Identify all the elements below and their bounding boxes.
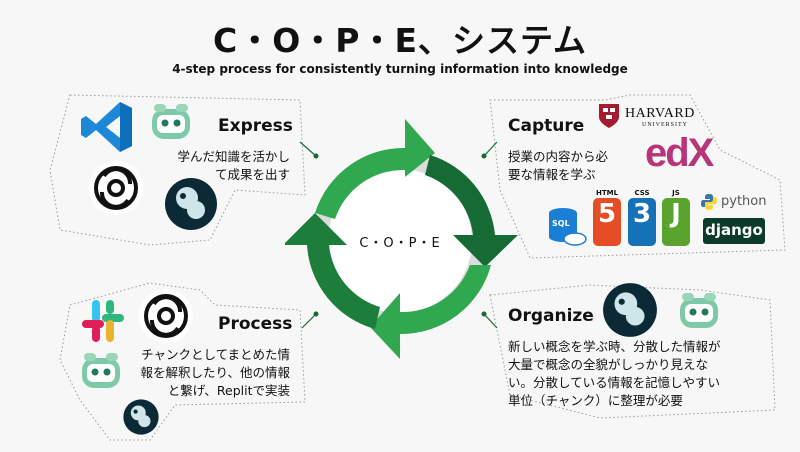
css3-label: CSS	[634, 189, 650, 197]
openai-icon	[89, 161, 143, 215]
organize-desc-line: い。分散している情報を記憶しやすい	[508, 375, 721, 390]
js-icon: JS J	[662, 189, 690, 246]
express-dot	[313, 153, 319, 159]
organize-title: Organize	[508, 306, 594, 326]
vscode-icon	[81, 102, 132, 152]
js-label: JS	[672, 189, 680, 197]
replit-agent-icon	[603, 283, 657, 337]
python-logo: python	[700, 191, 780, 213]
organize-description: 新しい概念を学ぶ時、分散した情報が 大量で概念の全貌がしっかり見えな い。分散し…	[508, 338, 721, 410]
edx-logo: edX	[645, 131, 714, 176]
page-subtitle: 4-step process for consistently turning …	[172, 62, 628, 76]
capture-title: Capture	[508, 116, 585, 136]
database-icon	[549, 208, 587, 246]
organize-dot	[481, 311, 487, 317]
organize-outline	[489, 284, 776, 419]
process-title: Process	[218, 314, 293, 334]
cycle-diagram	[285, 119, 518, 359]
express-desc-line: 学んだ知識を活かし	[177, 149, 290, 164]
cycle-arrow-express	[285, 213, 380, 329]
express-connector	[299, 141, 317, 157]
replit-agent-icon	[165, 178, 217, 230]
robot-icon	[152, 104, 190, 139]
html5-label: HTML	[595, 189, 619, 197]
organize-desc-line: 新しい概念を学ぶ時、分散した情報が	[508, 339, 721, 354]
replit-agent-icon	[123, 399, 159, 435]
robot-icon	[680, 293, 718, 328]
harvard-logo: HARVARD UNIVERSITY	[598, 103, 698, 133]
css3-icon: CSS 3	[628, 189, 656, 246]
process-desc-line: チャンクとしてまとめた情	[141, 347, 290, 362]
capture-outline	[489, 94, 786, 259]
harvard-name: HARVARD	[625, 106, 695, 121]
express-desc-line: て成果を出す	[214, 167, 290, 182]
capture-desc-line: 要な情報を学ぶ	[508, 167, 596, 182]
process-description: チャンクとしてまとめた情 報を解釈したり、他の情報 と繋げ、Replitで実装	[128, 346, 290, 400]
python-label: python	[721, 194, 767, 209]
process-desc-line: と繋げ、Replitで実装	[167, 383, 290, 398]
capture-dot	[481, 153, 487, 159]
sql-database-icon: SQL	[545, 205, 587, 247]
edx-text: edX	[645, 131, 714, 175]
page-title: C・O・P・E、システム	[212, 21, 587, 60]
capture-description: 授業の内容から必 要な情報を学ぶ	[508, 148, 608, 184]
cycle-arrow-organize	[425, 155, 518, 267]
organize-desc-line: 大量で概念の全貌がしっかり見えな	[508, 357, 709, 372]
express-description: 学んだ知識を活かし て成果を出す	[160, 148, 290, 184]
harvard-sub: UNIVERSITY	[642, 122, 688, 128]
process-desc-line: 報を解釈したり、他の情報	[140, 365, 290, 380]
openai-icon	[139, 289, 193, 343]
django-logo: django	[703, 218, 765, 244]
cycle-inner-disc	[328, 169, 472, 313]
process-dot	[313, 311, 319, 317]
process-outline	[59, 282, 306, 441]
cycle-arrow-process	[370, 265, 491, 359]
python-icon	[701, 194, 717, 210]
slack-icon	[82, 300, 124, 342]
express-title: Express	[218, 116, 293, 136]
organize-connector	[483, 313, 498, 329]
cycle-center-label: C・O・P・E	[359, 236, 441, 251]
django-label: django	[705, 221, 763, 239]
robot-icon	[82, 353, 120, 388]
html5-icon: HTML 5	[593, 189, 621, 246]
capture-connector	[483, 141, 498, 157]
process-connector	[301, 313, 317, 329]
harvard-shield-icon	[599, 104, 619, 128]
cycle-arrow-capture	[315, 119, 435, 219]
organize-desc-line: 単位（チャンク）に整理が必要	[508, 393, 683, 408]
sql-label: SQL	[552, 219, 570, 228]
capture-desc-line: 授業の内容から必	[508, 149, 609, 164]
